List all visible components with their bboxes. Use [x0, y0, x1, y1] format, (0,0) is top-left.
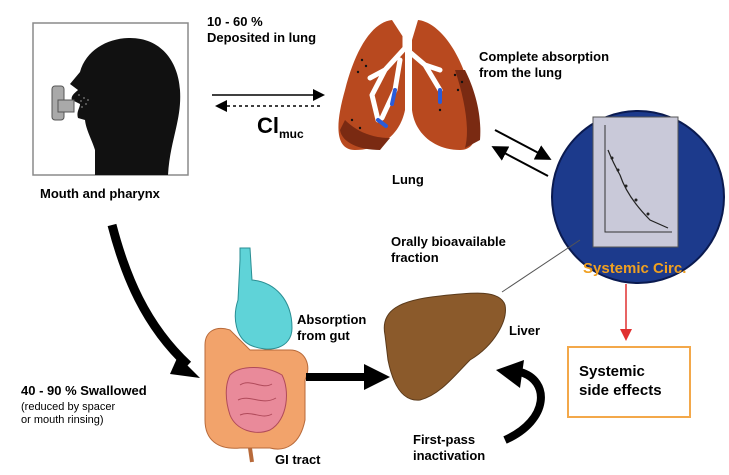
- first-pass-label: First-pass inactivation: [413, 432, 485, 464]
- side-effects-label: Systemic side effects: [579, 362, 662, 400]
- liver-illustration: [384, 293, 505, 400]
- orally-bioavailable-label: Orally bioavailable fraction: [391, 234, 506, 266]
- systemic-circulation-label: Systemic Circ.: [583, 261, 686, 277]
- head-inhaler-illustration: [33, 23, 188, 175]
- swallowed-label: 40 - 90 % Swallowed: [21, 383, 147, 399]
- clearance-subscript: muc: [279, 127, 304, 141]
- systemic-circulation-illustration: [552, 111, 724, 283]
- deposited-in-lung-label: 10 - 60 % Deposited in lung: [207, 14, 316, 46]
- side-effects-box: Systemic side effects: [567, 346, 691, 418]
- clearance-muc-label: Clmuc: [257, 114, 304, 146]
- clearance-symbol: Cl: [257, 113, 279, 138]
- gi-tract-illustration: [205, 248, 308, 462]
- gi-tract-label: GI tract: [275, 452, 321, 468]
- lung-illustration: [338, 8, 480, 150]
- lung-label: Lung: [392, 172, 424, 188]
- liver-label: Liver: [509, 323, 540, 339]
- swallowed-note: (reduced by spacer or mouth rinsing): [21, 401, 115, 427]
- absorption-from-gut-label: Absorption from gut: [297, 312, 366, 344]
- complete-absorption-label: Complete absorption from the lung: [479, 49, 609, 81]
- mouth-pharynx-label: Mouth and pharynx: [40, 186, 160, 202]
